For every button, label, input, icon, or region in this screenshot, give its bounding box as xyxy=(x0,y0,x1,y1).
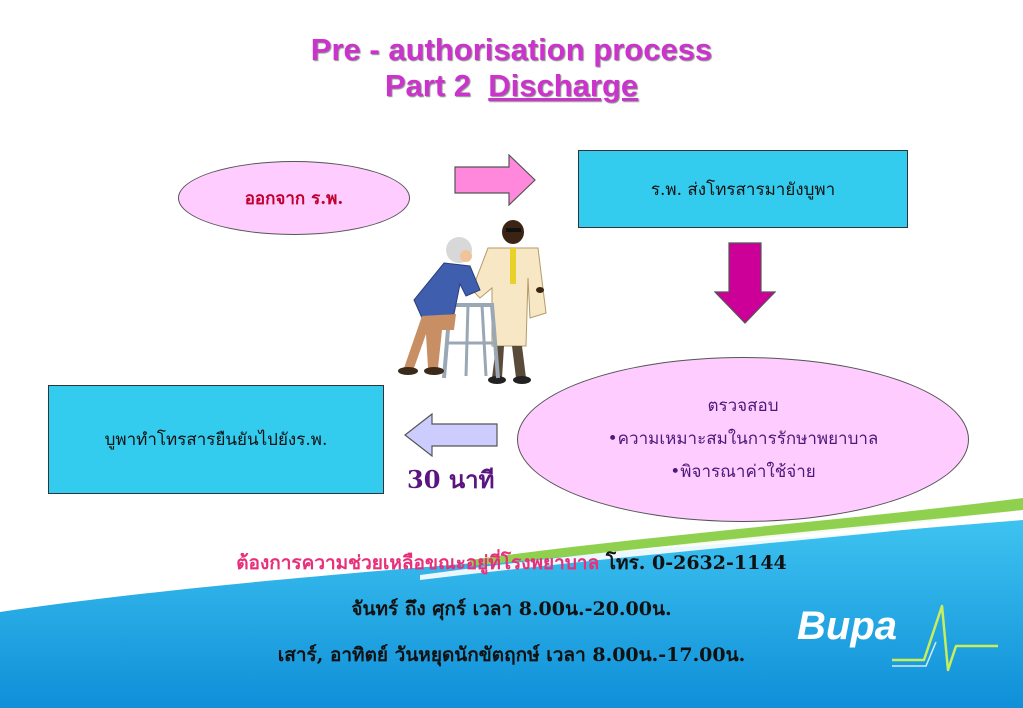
exit-hospital-ellipse: ออกจาก ร.พ. xyxy=(178,161,410,235)
title-discharge-label: Discharge xyxy=(488,68,639,103)
help-prompt-text: ต้องการความช่วยเหลือขณะอยู่ที่โรงพยาบาล xyxy=(236,552,600,574)
title-part-label: Part 2 xyxy=(384,68,472,103)
page-title: Pre - authorisation process Part 2 Disch… xyxy=(0,32,1023,104)
review-title: ตรวจสอบ xyxy=(707,396,779,416)
turnaround-time-label: 30 นาที xyxy=(407,465,495,494)
title-line2: Part 2 Discharge xyxy=(0,68,1023,104)
footer-green-stripe xyxy=(470,498,1023,566)
doctor-patient-illustration-icon xyxy=(398,220,547,384)
hospital-send-fax-label: ร.พ. ส่งโทรสารมายังบูพา xyxy=(650,179,836,200)
help-line-phone: ต้องการความช่วยเหลือขณะอยู่ที่โรงพยาบาล … xyxy=(0,548,1023,578)
help-weekday-hours: จันทร์ ถึง ศุกร์ เวลา 8.00น.-20.00น. xyxy=(351,598,672,620)
footer-blue-wave xyxy=(0,520,1023,708)
hospital-send-fax-box: ร.พ. ส่งโทรสารมายังบูพา xyxy=(578,150,908,228)
bupa-confirm-fax-label: บูพาทำโทรสารยืนยันไปยังร.พ. xyxy=(104,430,328,450)
bupa-confirm-fax-box: บูพาทำโทรสารยืนยันไปยังร.พ. xyxy=(48,385,384,494)
review-item-appropriateness: •ความเหมาะสมในการรักษาพยาบาล xyxy=(607,429,879,449)
down-arrow-icon xyxy=(714,242,776,324)
help-phone-number: โทร. 0-2632-1144 xyxy=(599,552,787,574)
review-ellipse: ตรวจสอบ •ความเหมาะสมในการรักษาพยาบาล •พิ… xyxy=(517,357,969,522)
help-weekend-hours: เสาร์, อาทิตย์ วันหยุดนักขัตฤกษ์ เวลา 8.… xyxy=(277,644,746,666)
left-arrow-icon xyxy=(404,413,498,457)
title-line1: Pre - authorisation process xyxy=(310,32,713,67)
bupa-logo: Bupa xyxy=(797,604,897,648)
right-arrow-icon xyxy=(454,154,536,206)
exit-hospital-label: ออกจาก ร.พ. xyxy=(244,188,344,209)
footer-white-stripe xyxy=(420,510,1023,580)
review-item-cost: •พิจารณาค่าใช้จ่าย xyxy=(670,462,816,482)
heartbeat-line-icon xyxy=(892,604,998,672)
